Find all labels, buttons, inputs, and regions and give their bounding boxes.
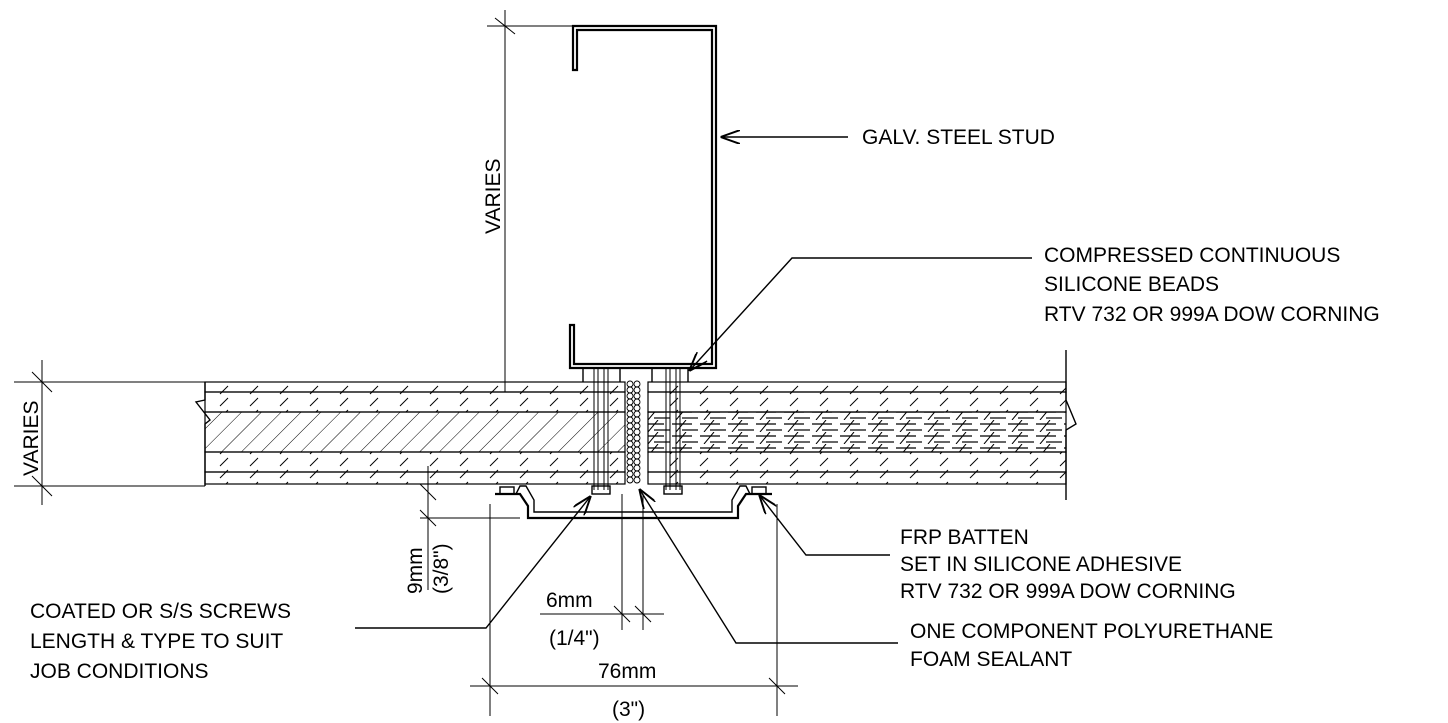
foam-bead [633,392,641,400]
foam-bead [626,422,634,430]
foam-bead [626,428,634,436]
joint-width-dimension: 6mm (1/4") [540,494,664,650]
foam-bead [626,458,634,466]
foam-bead [626,452,634,460]
left-sandwich-panel [194,381,626,486]
frp-batten [495,485,772,520]
foam-note-line-2: FOAM SEALANT [910,648,1072,671]
foam-bead [626,404,634,412]
frp-batten-callout: FRP BATTEN SET IN SILICONE ADHESIVE RTV … [760,496,1236,603]
joint-metric-label: 6mm [546,589,593,612]
foam-bead [626,440,634,448]
foam-bead [626,386,634,394]
foam-bead [633,428,641,436]
silicone-beads-callout: COMPRESSED CONTINUOUS SILICONE BEADS RTV… [690,244,1380,370]
foam-bead [633,380,641,388]
panel-thickness-label: VARIES [20,401,43,476]
batten-imperial-label: (3") [612,698,645,721]
foam-sealant-callout: ONE COMPONENT POLYURETHANE FOAM SEALANT [640,490,1273,671]
beads-note-line-2: SILICONE BEADS [1044,273,1219,296]
gap-metric-label: 9mm [404,547,427,594]
foam-bead [633,410,641,418]
foam-bead [633,434,641,442]
foam-bead [633,452,641,460]
foam-bead [626,446,634,454]
foam-bead [633,404,641,412]
foam-bead [633,398,641,406]
foam-bead [626,416,634,424]
batten-note-line-3: RTV 732 OR 999A DOW CORNING [900,580,1236,603]
foam-bead [626,470,634,478]
steel-stud [568,24,718,382]
foam-bead [626,398,634,406]
screws-and-silicone-beads [591,368,683,495]
stud-depth-label: VARIES [482,159,505,234]
foam-bead [626,434,634,442]
batten-note-line-2: SET IN SILICONE ADHESIVE [900,553,1182,576]
foam-bead [633,464,641,472]
stud-callout: GALV. STEEL STUD [722,126,1055,149]
foam-bead [633,446,641,454]
foam-bead [626,476,634,484]
foam-note-line-1: ONE COMPONENT POLYURETHANE [910,620,1273,643]
batten-metric-label: 76mm [598,660,656,683]
foam-bead [633,386,641,394]
foam-bead [626,464,634,472]
screws-callout: COATED OR S/S SCREWS LENGTH & TYPE TO SU… [30,497,590,683]
right-sandwich-panel [647,350,1077,500]
foam-bead [633,416,641,424]
foam-bead [633,440,641,448]
foam-sealant-beads [626,380,641,484]
stud-note: GALV. STEEL STUD [862,126,1055,149]
foam-bead [626,380,634,388]
foam-bead [633,470,641,478]
foam-bead [633,458,641,466]
foam-bead [626,392,634,400]
beads-note-line-1: COMPRESSED CONTINUOUS [1044,244,1340,267]
batten-note-line-1: FRP BATTEN [900,526,1029,549]
joint-imperial-label: (1/4") [549,627,600,650]
panel-thickness-dimension: VARIES [14,360,205,505]
screws-note-line-2: LENGTH & TYPE TO SUIT [30,630,283,653]
gap-imperial-label: (3/8") [430,543,453,594]
beads-note-line-3: RTV 732 OR 999A DOW CORNING [1044,303,1380,326]
foam-bead [633,476,641,484]
batten-width-dimension: 76mm (3") [470,504,798,721]
gap-dimension: 9mm (3/8") [404,466,520,594]
foam-bead [626,410,634,418]
screws-note-line-3: JOB CONDITIONS [30,660,209,683]
foam-bead [633,422,641,430]
stud-depth-dimension: VARIES [482,10,572,392]
screws-note-line-1: COATED OR S/S SCREWS [30,600,291,623]
